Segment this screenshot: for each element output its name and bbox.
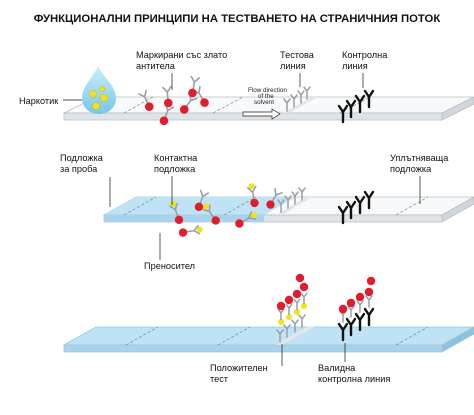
label-drug: Наркотик — [19, 96, 59, 106]
strip-1-side-face — [441, 96, 474, 121]
strip-3-top-face — [62, 326, 474, 346]
label-absorbent-pad: подложка — [390, 164, 432, 174]
flow-direction-arrow: Flow direction of the solvent — [242, 87, 287, 120]
divider-conjugate-membrane — [212, 96, 244, 114]
strip-2-side-face — [441, 196, 474, 223]
label-absorbent-pad: Уплътняваща — [390, 153, 449, 163]
divider-sample-conjugate — [123, 96, 154, 114]
label-valid-control: Валидна — [318, 363, 356, 373]
label-test-line: Тестова — [280, 50, 315, 60]
label-sample-pad: Подложка — [60, 153, 104, 163]
drug-antibody-complexes-2 — [168, 183, 283, 237]
label-carrier: Преносител — [144, 261, 195, 271]
control-line-2 — [337, 190, 375, 225]
diagram-title: ФУНКЦИОНАЛНИ ПРИНЦИПИ НА ТЕСТВАНЕТО НА С… — [34, 13, 441, 25]
label-positive-test: тест — [210, 374, 229, 384]
sample-drop — [82, 66, 116, 114]
drug-particle — [99, 86, 105, 92]
strip-3-side-face — [441, 326, 474, 353]
flow-direction-text: of the — [258, 93, 274, 100]
label-positive-test: Положителен — [210, 363, 268, 373]
drug-particle — [89, 90, 97, 98]
label-sample-pad: за проба — [60, 164, 98, 174]
drug-particle — [100, 94, 108, 102]
test-line-2 — [276, 187, 312, 215]
test-line-1 — [283, 86, 318, 113]
control-line-1 — [337, 89, 375, 124]
captured-complexes — [276, 273, 309, 325]
strip-2-wet-front — [104, 215, 264, 222]
label-conjugate-pad: Контактна — [154, 153, 198, 163]
strip-2-wetting — [102, 196, 474, 223]
strip-3-front-face — [63, 344, 443, 353]
label-conjugate-pad: подложка — [154, 164, 196, 174]
label-control-line: Контролна — [342, 50, 388, 60]
gold-antibodies-1 — [138, 75, 209, 126]
gold-antibody-conjugate — [188, 75, 200, 98]
strip-3-result — [62, 326, 474, 353]
label-gold-antibodies: Маркирани със злато — [136, 50, 227, 60]
flow-direction-text: solvent — [254, 99, 274, 106]
gold-antibody-conjugate — [138, 89, 154, 112]
label-valid-control: контролна линия — [318, 374, 390, 384]
label-gold-antibodies: антитела — [136, 61, 176, 71]
gold-antibody-conjugate — [162, 85, 173, 108]
test-line-3-positive — [275, 273, 314, 345]
drug-particle — [92, 102, 100, 110]
control-line-3-valid — [337, 276, 376, 342]
label-test-line: линия — [280, 61, 306, 71]
label-control-line: линия — [342, 61, 368, 71]
flow-direction-text: Flow direction — [248, 87, 287, 94]
